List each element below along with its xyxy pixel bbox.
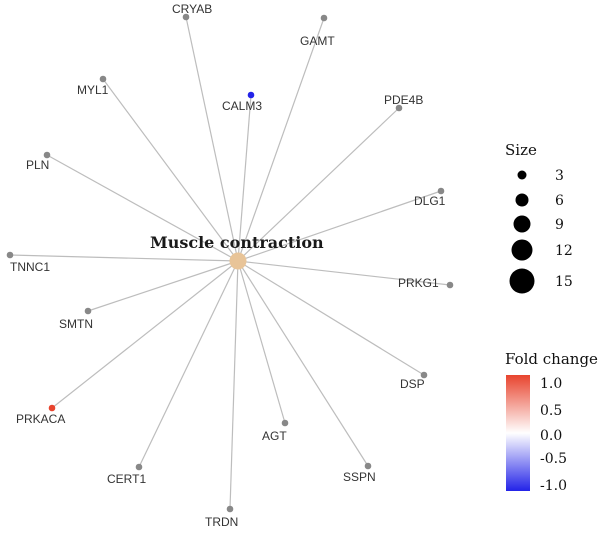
network-nodes [6,13,454,513]
gene-label-pde4b: PDE4B [384,93,423,107]
gene-node-gamt[interactable] [320,14,328,22]
gene-label-dlg1: DLG1 [414,194,446,208]
size-legend-dot-12 [511,239,533,261]
size-legend-label-15: 15 [555,274,573,290]
edge-dsp [237,260,425,376]
size-legend-dot-3 [517,170,527,180]
edge-agt [237,260,286,424]
gene-node-agt[interactable] [281,419,289,427]
edge-prkg1 [237,260,451,286]
size-legend: Size 3 6 9 12 15 [505,141,573,294]
gene-node-calm3[interactable] [247,91,255,99]
edge-pln [46,154,239,262]
gene-label-cert1: CERT1 [107,472,146,486]
fold-change-legend-title: Fold change [505,350,598,368]
gene-label-calm3: CALM3 [222,99,262,113]
gene-label-tnnc1: TNNC1 [10,260,50,274]
edge-dlg1 [237,190,442,262]
edge-calm3 [237,94,252,262]
edge-myl1 [102,78,239,262]
size-legend-label-12: 12 [555,243,573,259]
fold-change-tick-3: -0.5 [540,451,567,467]
edge-prkaca [51,260,239,409]
gene-node-prkaca[interactable] [48,404,56,412]
edge-pde4b [237,107,400,262]
gene-label-prkg1: PRKG1 [398,276,439,290]
gene-node-sspn[interactable] [364,462,372,470]
gene-node-tnnc1[interactable] [6,251,14,259]
edge-smtn [87,260,239,312]
size-legend-title: Size [505,141,537,159]
gene-node-cert1[interactable] [135,463,143,471]
size-legend-dot-15 [509,268,535,294]
gene-label-dsp: DSP [400,377,425,391]
edge-trdn [229,260,239,510]
gene-node-prkg1[interactable] [446,281,454,289]
gene-label-myl1: MYL1 [77,83,109,97]
gene-node-pde4b[interactable] [395,104,403,112]
gene-node-dlg1[interactable] [437,187,445,195]
center-node [229,252,247,270]
gene-node-pln[interactable] [43,151,51,159]
gene-node-myl1[interactable] [99,75,107,83]
fold-change-tick-1: 0.5 [540,403,562,419]
edge-gamt [237,17,325,262]
gene-label-trdn: TRDN [205,515,238,529]
fold-change-tick-4: -1.0 [540,478,567,494]
size-legend-label-6: 6 [555,193,564,209]
gene-label-agt: AGT [262,429,287,443]
edge-cryab [185,16,239,262]
size-legend-dot-6 [515,193,529,207]
fold-change-colorbar [506,375,530,491]
fold-change-tick-2: 0.0 [540,428,562,444]
gene-label-prkaca: PRKACA [16,412,65,426]
gene-label-sspn: SSPN [343,470,376,484]
center-label: Muscle contraction [150,233,324,252]
fold-change-legend: Fold change 1.0 0.5 0.0 -0.5 -1.0 [505,350,598,494]
size-legend-label-9: 9 [555,217,564,233]
edge-sspn [237,260,369,467]
edge-tnnc1 [9,254,239,262]
edge-cert1 [138,260,239,468]
gene-node-trdn[interactable] [226,505,234,513]
gene-label-cryab: CRYAB [172,2,212,16]
size-legend-dot-9 [513,215,531,233]
gene-node-cryab[interactable] [182,13,190,21]
size-legend-label-3: 3 [555,168,564,184]
gene-label-gamt: GAMT [300,34,335,48]
network-edges [9,16,451,510]
gene-label-pln: PLN [26,158,49,172]
fold-change-tick-0: 1.0 [540,376,562,392]
gene-node-dsp[interactable] [420,371,428,379]
gene-node-smtn[interactable] [84,307,92,315]
gene-label-smtn: SMTN [59,317,93,331]
